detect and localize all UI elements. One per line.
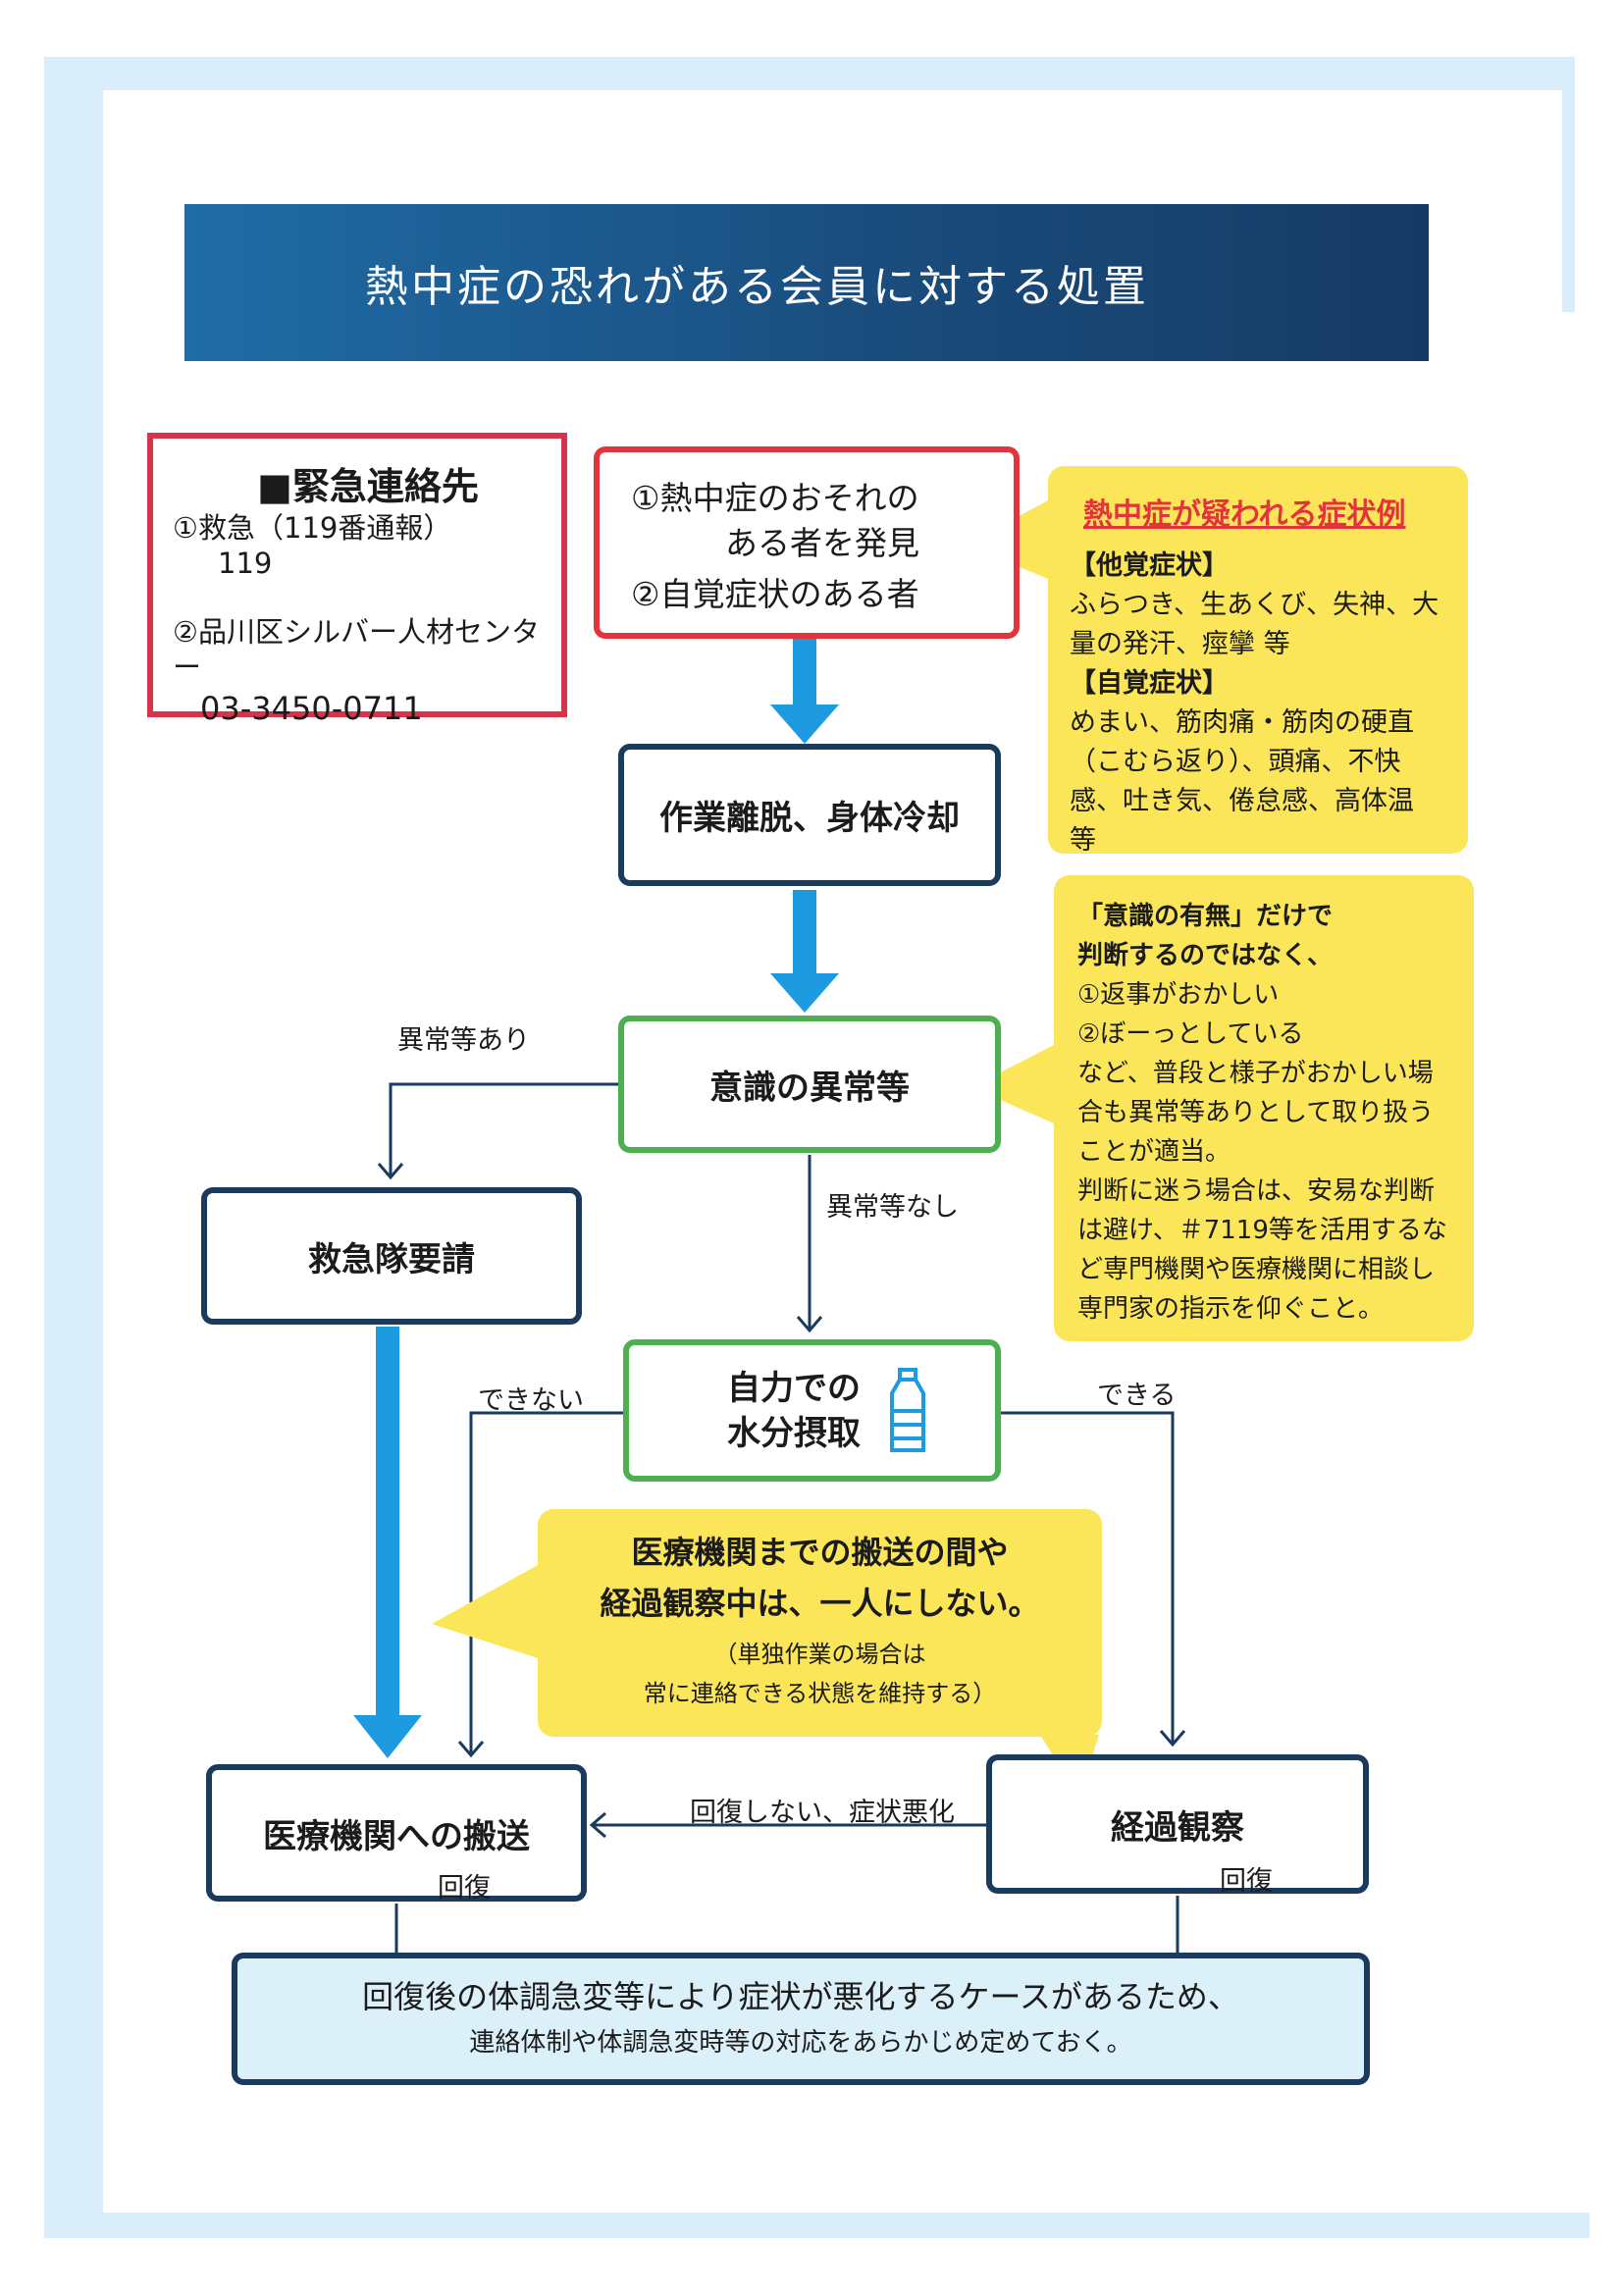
node-discover: ①熱中症のおそれの ある者を発見 ②自覚症状のある者 <box>594 446 1020 639</box>
frame-top-band <box>44 57 1575 90</box>
symptoms-self-text: めまい、筋肉痛・筋肉の硬直（こむら返り）、頭痛、不快感、吐き気、倦怠感、高体温 … <box>1070 707 1414 856</box>
edge-cannot-head <box>457 1741 485 1758</box>
emergency-contact-box: ■緊急連絡先 ①救急（119番通報） 119 ②品川区シルバー人材センター 03… <box>147 433 567 726</box>
frame-bottom-band <box>44 2213 1590 2238</box>
symptoms-other-heading: 【他覚症状】 <box>1070 550 1229 581</box>
node-consciousness: 意識の異常等 <box>618 1016 1001 1153</box>
node-consciousness-label: 意識の異常等 <box>709 1068 910 1108</box>
node-observation-label: 経過観察 <box>1111 1807 1244 1848</box>
symptoms-self-heading: 【自覚症状】 <box>1070 668 1229 699</box>
node-cooling: 作業離脱、身体冷却 <box>618 744 1001 886</box>
edge-abnormal-yes-head <box>377 1163 404 1180</box>
judge-line-3: ①返事がおかしい <box>1077 980 1280 1010</box>
water-bottle-icon <box>890 1367 925 1452</box>
edge-label-can: できる <box>1097 1381 1177 1411</box>
thick-arrow-1-head <box>770 704 839 744</box>
page-title-text: 熱中症の恐れがある会員に対する処置 <box>365 262 1149 312</box>
edge-label-abnormal-yes: 異常等あり <box>397 1025 530 1056</box>
contact-line-4: 03-3450-0711 <box>200 690 423 727</box>
edge-label-recover-right: 回復 <box>1220 1866 1273 1897</box>
symptoms-other-text: ふらつき、生あくび、失神、大量の発汗、痙攣 等 <box>1070 590 1440 659</box>
judge-line-5: など、普段と様子がおかしい場合も異常等ありとして取り扱うことが適当。 <box>1077 1059 1435 1167</box>
contact-line-2: 119 <box>218 547 273 580</box>
judge-line-4: ②ぼーっとしている <box>1077 1019 1304 1049</box>
contact-line-3: ②品川区シルバー人材センター <box>173 615 540 684</box>
thick-arrow-3-head <box>353 1715 422 1758</box>
water-line-2: 水分摂取 <box>727 1413 861 1453</box>
judgment-callout: 「意識の有無」だけで 判断するのではなく、 ①返事がおかしい ②ぼーっとしている… <box>1054 875 1474 1341</box>
edge-label-not-recover: 回復しない、症状悪化 <box>690 1798 955 1828</box>
together-line-3: （単独作業の場合は <box>713 1641 926 1668</box>
recovery-note: 回復後の体調急変等により症状が悪化するケースがあるため、 連絡体制や体調急変時等… <box>232 1953 1370 2085</box>
discover-line-2: ある者を発見 <box>725 524 919 562</box>
judge-pointer <box>971 1045 1054 1123</box>
node-hospital-label: 医療機関への搬送 <box>263 1816 530 1856</box>
water-line-1: 自力での <box>727 1368 861 1408</box>
contact-line-1: ①救急（119番通報） <box>173 511 452 545</box>
edge-abnormal-no-head <box>796 1316 823 1333</box>
symptoms-heading: 熱中症が疑われる症状例 <box>1083 497 1406 532</box>
note-line-1: 回復後の体調急変等により症状が悪化するケースがあるため、 <box>362 1978 1239 2015</box>
judge-line-6: 判断に迷う場合は、安易な判断は避け、＃7119等を活用するなど専門機関や医療機関… <box>1077 1176 1447 1324</box>
node-cooling-label: 作業離脱、身体冷却 <box>659 799 960 838</box>
note-line-2: 連絡体制や体調急変時等の対応をあらかじめ定めておく。 <box>469 2028 1132 2058</box>
edge-can <box>1001 1411 1175 1744</box>
frame-left-band <box>44 57 103 2235</box>
edge-abnormal-yes <box>389 1082 618 1175</box>
page-title: 熱中症の恐れがある会員に対する処置 <box>184 204 1429 361</box>
thick-arrow-2-shaft <box>793 890 816 976</box>
node-ambulance: 救急隊要請 <box>201 1187 582 1325</box>
discover-line-3: ②自覚症状のある者 <box>631 575 919 613</box>
contact-heading: ■緊急連絡先 <box>257 465 479 508</box>
node-ambulance-label: 救急隊要請 <box>308 1239 475 1279</box>
thick-arrow-2-head <box>770 973 839 1013</box>
thick-arrow-3-shaft <box>376 1327 399 1719</box>
together-line-4: 常に連絡できる状態を維持する） <box>643 1680 997 1707</box>
discover-line-1: ①熱中症のおそれの <box>631 479 919 517</box>
judge-line-1: 「意識の有無」だけで <box>1077 902 1334 931</box>
frame-right-band <box>1562 57 1575 312</box>
edge-label-recover-left: 回復 <box>438 1873 491 1904</box>
together-pointer-left <box>432 1565 538 1658</box>
edge-label-cannot: できない <box>478 1385 584 1416</box>
edge-not-recover-head <box>589 1811 606 1839</box>
thick-arrow-1-shaft <box>793 639 816 707</box>
together-line-2: 経過観察中は、一人にしない。 <box>600 1585 1040 1622</box>
node-hospital-transport: 医療機関への搬送 <box>206 1764 587 1902</box>
node-observation: 経過観察 <box>986 1754 1369 1894</box>
symptoms-callout: 熱中症が疑われる症状例 【他覚症状】 ふらつき、生あくび、失神、大量の発汗、痙攣… <box>1048 466 1468 856</box>
together-line-1: 医療機関までの搬送の間や <box>631 1534 1009 1571</box>
judge-line-2: 判断するのではなく、 <box>1077 941 1334 970</box>
edge-label-abnormal-no: 異常等なし <box>826 1192 959 1223</box>
edge-cannot <box>469 1411 623 1754</box>
edge-can-head <box>1159 1730 1186 1748</box>
node-water-intake: 自力での 水分摂取 <box>623 1339 1001 1482</box>
do-not-leave-alone-callout: 医療機関までの搬送の間や 経過観察中は、一人にしない。 （単独作業の場合は 常に… <box>538 1509 1102 1737</box>
